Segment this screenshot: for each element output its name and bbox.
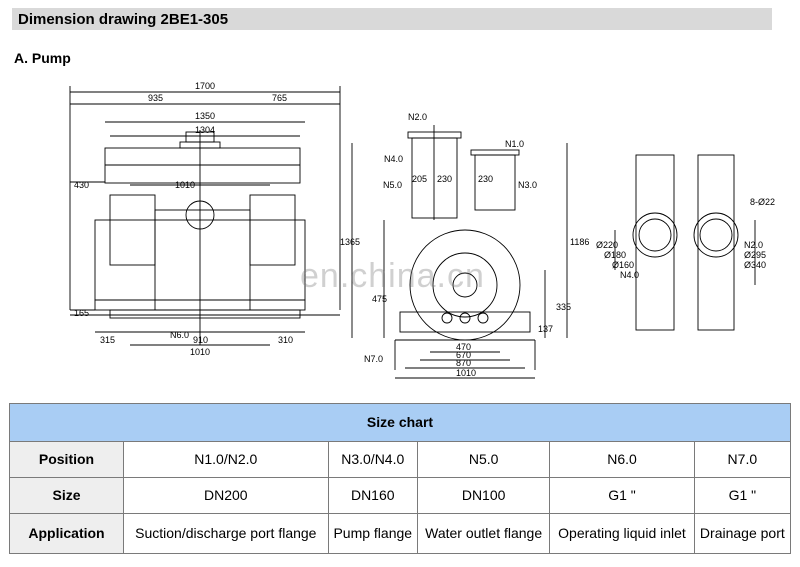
drawing-svg: 1700 935 765 1350 1304 1010 430 165 315 …: [69, 81, 775, 379]
table-cell: G1 ": [549, 477, 695, 514]
dim-label: 165: [74, 308, 89, 318]
dim-label: Ø160: [612, 260, 634, 270]
dim-label: 670: [456, 350, 471, 360]
dim-label: 475: [372, 294, 387, 304]
size-chart-table: Size chart Position N1.0/N2.0 N3.0/N4.0 …: [9, 403, 792, 554]
table-cell: DN200: [123, 477, 329, 514]
dim-label: 870: [456, 358, 471, 368]
dim-label: N5.0: [383, 180, 402, 190]
table-cell: N5.0: [416, 441, 551, 478]
dim-label: 315: [100, 335, 115, 345]
dim-label: 430: [74, 180, 89, 190]
page-title: Dimension drawing 2BE1-305: [18, 10, 229, 28]
flange-dim-labels: 8-Ø22 Ø220 Ø180 Ø160 N4.0 N2.0 Ø295 Ø340: [596, 197, 775, 280]
flange-views: [614, 154, 756, 331]
dim-label: 1010: [456, 368, 476, 378]
dim-label: 910: [193, 335, 208, 345]
dim-label: N2.0: [744, 240, 763, 250]
watermark: en.china.cn: [300, 257, 485, 295]
table-cell: DN100: [416, 477, 551, 514]
dim-label: 205: [412, 174, 427, 184]
dim-label: 310: [278, 335, 293, 345]
front-view-dim-labels: 1700 935 765 1350 1304 1010 430 165 315 …: [74, 81, 293, 357]
dim-label: N3.0: [518, 180, 537, 190]
dim-label: 1365: [340, 237, 360, 247]
dim-label: 1186: [570, 237, 589, 247]
row-label: Application: [9, 513, 124, 554]
dim-label: 230: [478, 174, 493, 184]
table-cell: N6.0: [549, 441, 695, 478]
dim-label: N4.0: [620, 270, 639, 280]
dim-label: Ø180: [604, 250, 626, 260]
table-cell: N3.0/N4.0: [327, 441, 418, 478]
page-title-bar: Dimension drawing 2BE1-305: [12, 8, 772, 30]
dim-label: 935: [148, 93, 163, 103]
table-row: Position N1.0/N2.0 N3.0/N4.0 N5.0 N6.0 N…: [9, 441, 792, 478]
row-label: Position: [9, 441, 124, 478]
dim-label: 335: [556, 302, 571, 312]
table-cell: G1 ": [693, 477, 792, 514]
dim-label: N2.0: [408, 112, 427, 122]
row-label: Size: [9, 477, 124, 514]
table-cell: Drainage port: [693, 513, 792, 554]
table-cell: N1.0/N2.0: [123, 441, 329, 478]
dim-label: 137: [538, 324, 553, 334]
dim-label: Ø220: [596, 240, 618, 250]
dim-label: 1350: [195, 111, 215, 121]
dim-label: 765: [272, 93, 287, 103]
dimension-drawing: 1700 935 765 1350 1304 1010 430 165 315 …: [0, 70, 800, 395]
dim-label: Ø340: [744, 260, 766, 270]
table-row: Size DN200 DN160 DN100 G1 " G1 ": [9, 477, 792, 514]
table-cell: Water outlet flange: [416, 513, 551, 554]
dim-label: 1304: [195, 125, 215, 135]
side-view: [351, 125, 568, 379]
dim-label: N6.0: [170, 330, 189, 340]
dim-label: N4.0: [384, 154, 403, 164]
dim-label: 230: [437, 174, 452, 184]
dim-label: 470: [456, 342, 471, 352]
table-cell: Pump flange: [327, 513, 418, 554]
dim-label: N1.0: [505, 139, 524, 149]
table-cell: DN160: [327, 477, 418, 514]
size-chart-title: Size chart: [9, 403, 791, 442]
dim-label: N7.0: [364, 354, 383, 364]
table-cell: Operating liquid inlet: [549, 513, 695, 554]
table-cell: Suction/discharge port flange: [123, 513, 329, 554]
table-cell: N7.0: [693, 441, 792, 478]
dim-label: 1010: [190, 347, 210, 357]
dim-label: 8-Ø22: [750, 197, 775, 207]
dim-label: 1010: [175, 180, 195, 190]
section-label: A. Pump: [14, 50, 71, 66]
front-view: [69, 86, 341, 346]
side-view-dim-labels: N2.0 N1.0 N4.0 N5.0 N3.0 205 230 230 136…: [340, 112, 589, 378]
table-row: Application Suction/discharge port flang…: [9, 513, 792, 554]
dim-label: Ø295: [744, 250, 766, 260]
dim-label: 1700: [195, 81, 215, 91]
